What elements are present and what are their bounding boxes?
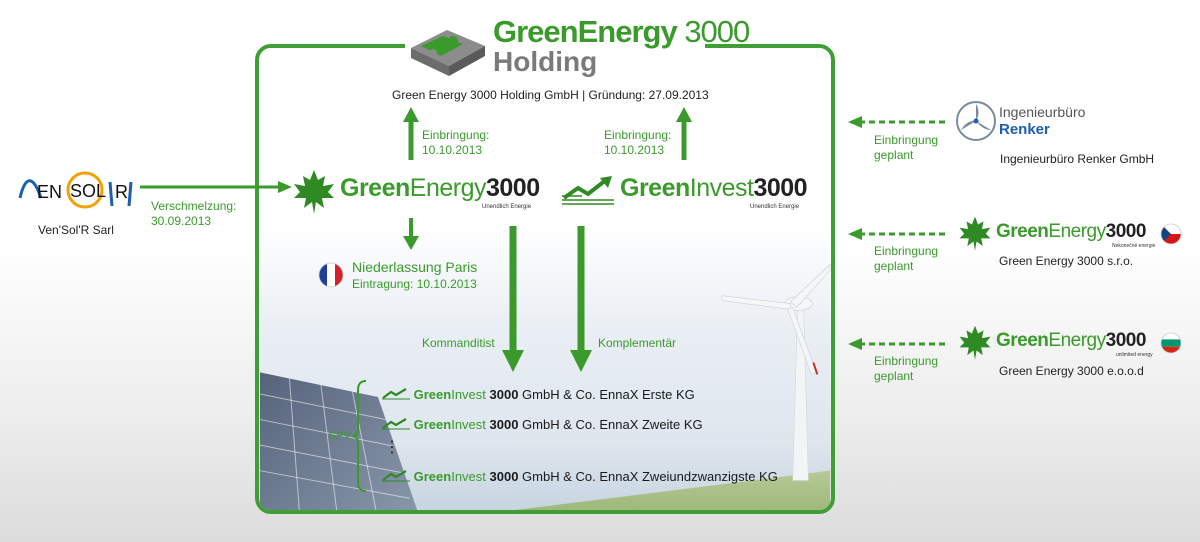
paris-date: Eintragung: 10.10.2013 [352,277,477,291]
chart-arrow-icon [382,418,410,430]
spv-bracket [351,380,367,492]
komplementaer-label: Komplementär [598,336,677,350]
maple-leaf-icon [959,325,991,360]
holding-logo-subtext: Holding [493,46,598,77]
paris-title: Niederlassung Paris [352,259,478,275]
ge-tagline: Unendlich Energie [482,204,532,210]
chart-arrow-icon [562,176,614,205]
vensolr-logo: EN SOL R [15,168,140,214]
holding-subtitle: Green Energy 3000 Holding GmbH | Gründun… [392,88,709,102]
cz-tagline: Nekonečné energie [1112,243,1156,249]
maple-leaf-icon [959,216,991,251]
renker-logo-line1: Ingenieurbüro [999,104,1086,120]
chart-arrow-icon [382,388,410,400]
czech-flag-icon [1160,223,1182,245]
holding-logo: GreenEnergy 3000 Holding [405,12,750,82]
gi-contribution-label: Einbringung:10.10.2013 [604,128,672,157]
kommanditist-label: Kommanditist [422,336,495,350]
svg-text:R: R [115,182,128,202]
puzzle-icon [411,30,485,76]
holding-logo-text: GreenEnergy 3000 [493,14,750,49]
wind-turbine [721,263,831,481]
ge-contribution-label: Einbringung:10.10.2013 [422,128,490,157]
svg-text:SOL: SOL [70,181,106,201]
merge-label: Verschmelzung:30.09.2013 [151,199,237,228]
renker-logo-line2: Renker [999,121,1050,138]
greenenergy-bg-logo: GreenEnergy3000 unlimited energy [958,324,1188,360]
spv-item-3: GreenInvest 3000 GmbH & Co. EnnaX Zweiun… [382,469,778,484]
turbine-icon [956,101,996,141]
holding-frame [255,44,835,514]
renker-name: Ingenieurbüro Renker GmbH [1000,152,1155,166]
chart-arrow-icon [382,470,410,482]
landscape-background [259,48,831,510]
spv-ellipsis: ⋮ [384,439,400,456]
spv-item-2: GreenInvest 3000 GmbH & Co. EnnaX Zweite… [382,417,703,432]
svg-text:EN: EN [37,182,62,202]
spv-label: SPV [329,430,352,442]
solar-panels [259,372,418,510]
greeninvest3000-logo: GreenInvest3000 Unendlich Energie [562,170,812,216]
vensolr-name: Ven'Sol'R Sarl [38,223,114,237]
gi-tagline: Unendlich Energie [750,204,800,210]
maple-leaf-icon [294,170,334,214]
spv-item-1: GreenInvest 3000 GmbH & Co. EnnaX Erste … [382,387,695,402]
cz-name: Green Energy 3000 s.r.o. [999,254,1134,268]
france-flag-icon [318,262,344,288]
renker-logo: Ingenieurbüro Renker [955,100,1095,144]
greenenergy3000-logo: GreenEnergy3000 Unendlich Energie [292,168,542,214]
greenenergy-cz-logo: GreenEnergy3000 Nekonečné energie [958,215,1188,251]
bg-name: Green Energy 3000 e.o.o.d [999,364,1144,378]
bg-tagline: unlimited energy [1116,352,1153,358]
bulgaria-flag-icon [1160,332,1182,354]
